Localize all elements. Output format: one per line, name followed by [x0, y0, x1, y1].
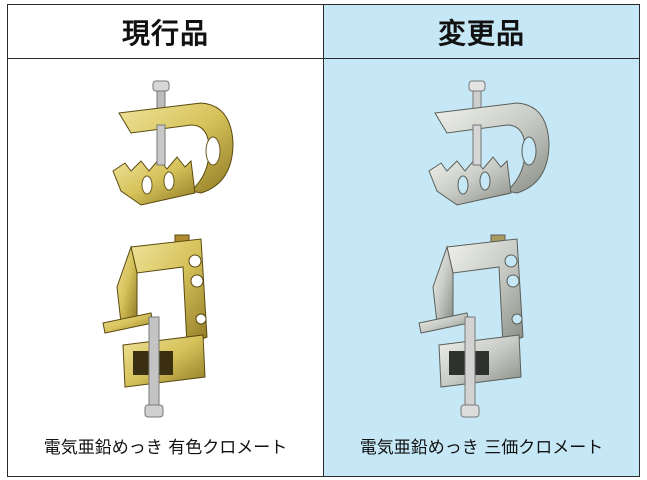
column-changed: 電気亜鉛めっき 三価クロメート [324, 59, 639, 476]
beam-clamp-front-image [101, 234, 208, 418]
column-current: 電気亜鉛めっき 有色クロメート [8, 59, 324, 476]
caption-current: 電気亜鉛めっき 有色クロメート [43, 438, 288, 458]
header-changed-product: 変更品 [324, 5, 639, 59]
comparison-table: 現行品 変更品 [7, 4, 640, 477]
beam-clamp-front-image [417, 234, 524, 418]
beam-clamp-side-image [111, 80, 234, 206]
caption-changed: 電気亜鉛めっき 三価クロメート [359, 438, 604, 458]
beam-clamp-side-image [427, 80, 550, 206]
header-current-product: 現行品 [8, 5, 324, 59]
